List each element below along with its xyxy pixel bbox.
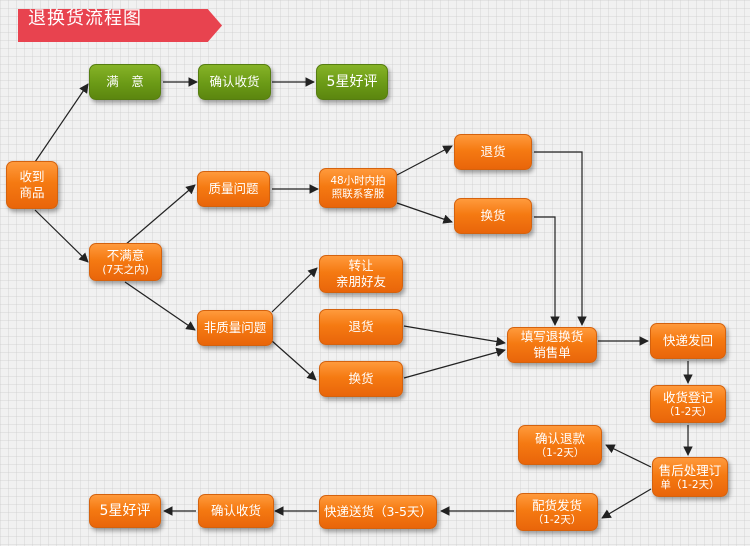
node-pick-and-ship: 配货发货 （1-2天） xyxy=(516,493,598,531)
node-contact-service-48h: 48小时内拍 照联系客服 xyxy=(319,168,397,208)
node-exchange-non-quality: 换货 xyxy=(319,361,403,397)
arrow-aftersales-to-ship xyxy=(601,488,652,519)
arrow-unsatisfied-to-quality xyxy=(124,184,196,246)
node-receipt-registration: 收货登记 （1-2天） xyxy=(650,385,726,423)
arrow-nonquality-to-transfer xyxy=(271,267,318,313)
node-fill-return-form: 填写退换货 销售单 xyxy=(507,327,597,363)
node-five-star-bottom: 5星好评 xyxy=(89,494,161,528)
arrow-exchange-q-to-form xyxy=(534,216,560,326)
node-return-quality: 退货 xyxy=(454,134,532,170)
arrow-contact-to-exchange xyxy=(396,202,453,224)
arrow-unsatisfied-to-nonquality xyxy=(124,281,196,331)
arrow-contact-to-return xyxy=(396,145,453,176)
node-receive-goods: 收到 商品 xyxy=(6,161,58,209)
node-confirm-refund: 确认退款 （1-2天） xyxy=(518,425,602,465)
title-banner xyxy=(18,9,222,42)
arrow-receive-to-satisfied xyxy=(34,83,89,163)
node-confirm-receipt-top: 确认收货 xyxy=(198,64,271,100)
arrow-nonquality-to-exchange xyxy=(271,340,317,381)
node-quality-issue: 质量问题 xyxy=(197,171,270,207)
arrow-exchange-nq-to-form xyxy=(403,347,506,379)
node-five-star-top: 5星好评 xyxy=(316,64,388,100)
arrow-aftersales-to-refund xyxy=(605,444,652,468)
node-transfer-friends: 转让 亲朋好友 xyxy=(319,255,403,293)
arrow-return-nq-to-form xyxy=(403,325,506,347)
node-express-return: 快递发回 xyxy=(650,323,726,359)
node-satisfied: 满 意 xyxy=(89,64,161,100)
node-return-non-quality: 退货 xyxy=(319,309,403,345)
node-express-delivery: 快递送货（3-5天） xyxy=(319,495,437,529)
node-non-quality-issue: 非质量问题 xyxy=(197,310,273,346)
node-confirm-receipt-bottom: 确认收货 xyxy=(198,494,274,528)
node-unsatisfied: 不满意 (7天之内) xyxy=(89,243,162,281)
node-after-sales-processing: 售后处理订 单（1-2天） xyxy=(652,457,728,497)
node-exchange-quality: 换货 xyxy=(454,198,532,234)
arrow-receive-to-unsatisfied xyxy=(34,209,89,263)
arrow-return-q-to-form xyxy=(534,151,587,326)
page-title: 退换货流程图 xyxy=(28,8,142,29)
